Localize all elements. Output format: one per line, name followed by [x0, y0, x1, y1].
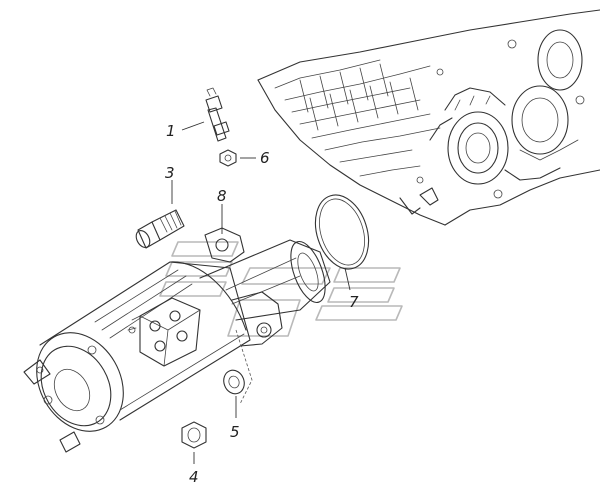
- o-ring-icon: [314, 194, 370, 270]
- callout-1: 1: [166, 122, 176, 140]
- bolt-icon: [135, 209, 185, 249]
- transmission-housing-icon: [257, 9, 600, 226]
- starter-motor-icon: [23, 239, 331, 453]
- sensor-plug-icon: [205, 87, 230, 142]
- callout-6: 6: [260, 149, 270, 167]
- leader-lines: [171, 121, 351, 464]
- watermark-logo-icon: [159, 241, 403, 337]
- callout-4: 4: [189, 468, 199, 486]
- callout-8: 8: [217, 187, 227, 205]
- gasket-icon: [204, 227, 245, 263]
- callout-5: 5: [230, 423, 240, 441]
- callouts: 1 3 4 5 6 7 8: [165, 122, 359, 486]
- callout-3: 3: [165, 164, 175, 182]
- nut-icon: [219, 149, 237, 167]
- callout-7: 7: [349, 293, 359, 311]
- washer-icon: [223, 369, 245, 395]
- nut-icon: [181, 421, 207, 449]
